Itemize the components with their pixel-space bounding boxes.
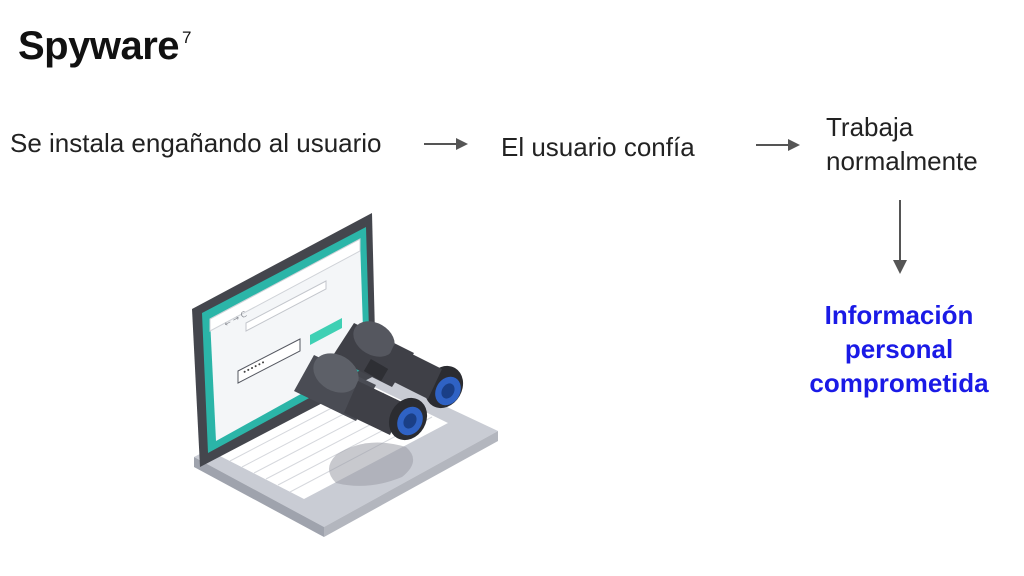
- arrow-right-icon: [424, 138, 468, 150]
- flow-step-normal-work: Trabaja normalmente: [826, 110, 978, 178]
- laptop-spyware-illustration: ← → C ••••••: [192, 213, 498, 537]
- arrow-right-icon: [756, 139, 800, 151]
- slide-title-text: Spyware: [18, 24, 180, 68]
- flow-step-install: Se instala engañando al usuario: [10, 128, 382, 158]
- result-line1: Información: [824, 300, 974, 330]
- arrow-down-icon: [893, 200, 907, 274]
- flow-step-trust: El usuario confía: [501, 132, 695, 162]
- flow-step-normal-work-line2: normalmente: [826, 146, 978, 176]
- flow-result-compromised: Información personal comprometida: [790, 298, 1008, 400]
- binoculars-icon: [294, 321, 464, 441]
- footnote-marker: 7: [182, 28, 191, 47]
- result-line2: personal: [844, 334, 954, 364]
- flow-step-normal-work-line1: Trabaja: [826, 112, 914, 142]
- result-line3: comprometida: [809, 368, 989, 398]
